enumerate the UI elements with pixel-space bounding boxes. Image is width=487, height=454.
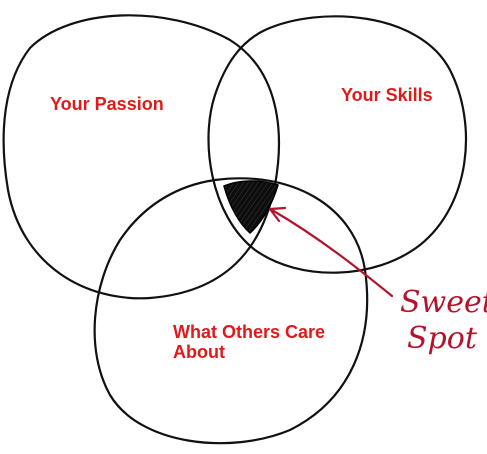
callout-arrow [270, 208, 394, 298]
skills-label: Your Skills [341, 85, 433, 105]
skills-circle [207, 15, 468, 274]
passion-circle [2, 14, 280, 300]
sweet-spot-callout-line-2: Spot [407, 321, 477, 356]
others-label-line-1: What Others Care [173, 322, 326, 342]
others-label: What Others Care About [173, 322, 363, 362]
sweet-spot-callout-line-1: Sweet [400, 285, 487, 320]
arrowhead-icon [268, 206, 287, 223]
others-circle [93, 177, 369, 445]
passion-label: Your Passion [50, 94, 164, 114]
others-label-line-2: About [173, 342, 225, 362]
sweet-spot-region [223, 180, 279, 235]
